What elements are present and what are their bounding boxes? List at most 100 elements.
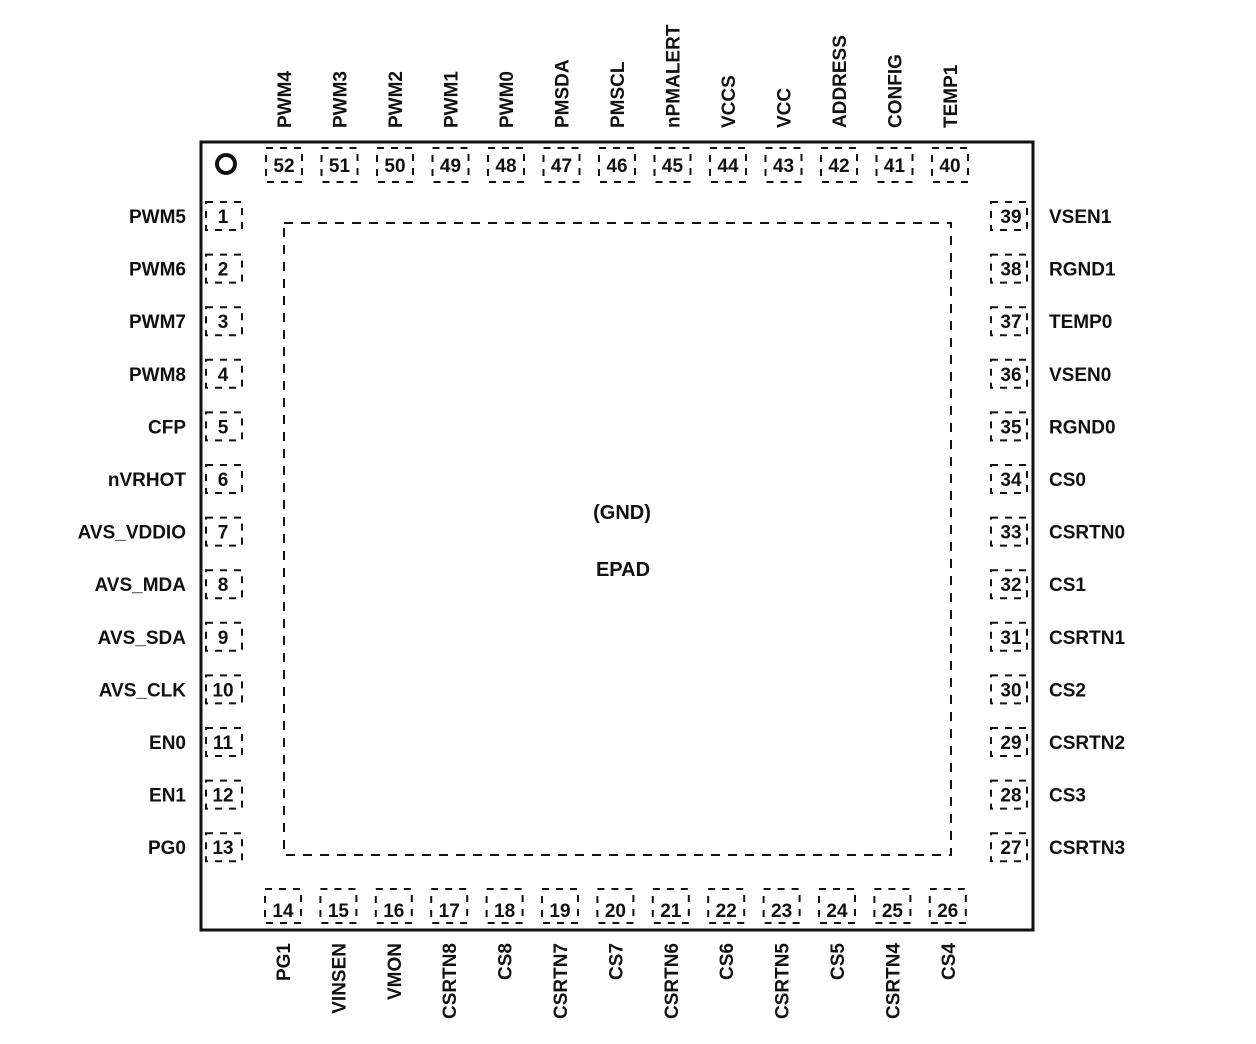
- pin-pad-2: [205, 253, 243, 284]
- pin-pad-39: [990, 201, 1028, 231]
- pin-number-52: 52: [273, 156, 294, 177]
- pin-number-31: 31: [1000, 628, 1022, 649]
- pin-number-38: 38: [1000, 260, 1021, 281]
- pin-pad-30: [990, 674, 1028, 705]
- pin-pad-47: [542, 147, 581, 183]
- pin-pad-5: [205, 411, 243, 442]
- pin-label-25: CSRTN4: [883, 943, 904, 1019]
- pin-label-13: PG0: [148, 838, 186, 859]
- pin-pad-22: [707, 888, 746, 924]
- epad-gnd-label: (GND): [593, 502, 651, 524]
- pin-label-33: CSRTN0: [1049, 523, 1125, 544]
- pin-number-34: 34: [1000, 470, 1022, 491]
- pin-number-17: 17: [439, 901, 460, 922]
- pin-label-35: RGND0: [1049, 417, 1116, 438]
- pin-label-18: CS8: [496, 943, 517, 980]
- pin-number-16: 16: [383, 901, 404, 922]
- pin-label-7: AVS_VDDIO: [78, 523, 186, 544]
- pin-number-43: 43: [773, 156, 794, 177]
- pin-pad-38: [990, 253, 1028, 284]
- pin-number-41: 41: [884, 156, 906, 177]
- pin-label-41: CONFIG: [886, 54, 907, 128]
- pin-pad-26: [928, 888, 967, 924]
- pin-pad-12: [205, 779, 243, 810]
- pin-pad-18: [485, 888, 524, 924]
- pin-label-14: PG1: [274, 943, 295, 981]
- pin-number-2: 2: [218, 260, 229, 281]
- pin-pad-31: [990, 621, 1028, 652]
- pin-number-20: 20: [605, 901, 626, 922]
- pin-pad-15: [319, 888, 358, 924]
- pin-number-46: 46: [606, 156, 627, 177]
- pin-number-21: 21: [660, 901, 682, 922]
- pin-label-29: CSRTN2: [1049, 733, 1125, 754]
- pin-number-35: 35: [1000, 417, 1022, 438]
- pin-label-47: PMSDA: [553, 59, 574, 128]
- pin-pad-50: [376, 147, 414, 183]
- pin-label-48: PWM0: [497, 71, 518, 128]
- pin-pad-33: [990, 516, 1028, 547]
- pin-number-37: 37: [1000, 312, 1021, 333]
- pin-pad-14: [264, 888, 302, 924]
- pin-number-11: 11: [213, 733, 234, 754]
- pin-pad-16: [374, 888, 413, 924]
- pin-pad-45: [653, 147, 692, 183]
- pin-label-1: PWM5: [129, 207, 186, 228]
- pin-pad-8: [205, 569, 243, 600]
- pin-label-26: CS4: [939, 943, 960, 980]
- pin-number-48: 48: [495, 156, 516, 177]
- pin-label-50: PWM2: [386, 71, 407, 128]
- pin-number-28: 28: [1000, 786, 1021, 807]
- pin-number-47: 47: [551, 156, 572, 177]
- pin-label-38: RGND1: [1049, 260, 1116, 281]
- pin-number-49: 49: [440, 156, 461, 177]
- pin-number-19: 19: [549, 901, 570, 922]
- pin-label-42: ADDRESS: [830, 35, 851, 128]
- pin-number-10: 10: [212, 680, 233, 701]
- pin-number-1: 1: [218, 207, 229, 228]
- pin-label-5: CFP: [148, 417, 186, 438]
- pin-label-39: VSEN1: [1049, 207, 1112, 228]
- pin-number-8: 8: [218, 575, 229, 596]
- pin-label-2: PWM6: [129, 260, 186, 281]
- pin-pad-32: [990, 569, 1028, 600]
- pin-label-36: VSEN0: [1049, 365, 1111, 386]
- pin-pad-48: [487, 147, 525, 183]
- pin-pad-29: [990, 727, 1028, 757]
- pin-pad-44: [709, 147, 747, 183]
- pin-label-23: CSRTN5: [773, 943, 794, 1019]
- pin-pad-6: [205, 464, 243, 494]
- pin-number-14: 14: [272, 901, 294, 922]
- pin-number-32: 32: [1000, 575, 1021, 596]
- pin-number-6: 6: [218, 470, 229, 491]
- pin-number-51: 51: [329, 156, 351, 177]
- pin-label-6: nVRHOT: [108, 470, 187, 491]
- pin-number-9: 9: [218, 628, 229, 649]
- pin-number-22: 22: [716, 901, 737, 922]
- pin-pad-23: [762, 888, 801, 924]
- pin-number-50: 50: [384, 156, 405, 177]
- pin-number-27: 27: [1000, 838, 1021, 859]
- pin-label-43: VCC: [775, 88, 796, 128]
- pin-pad-13: [205, 832, 243, 863]
- pin-label-21: CSRTN6: [662, 943, 683, 1019]
- pin-number-25: 25: [882, 901, 904, 922]
- pin-label-37: TEMP0: [1049, 312, 1112, 333]
- pin-pad-19: [541, 888, 579, 924]
- pin-pad-7: [205, 516, 243, 547]
- pin-number-39: 39: [1000, 207, 1021, 228]
- pin-label-52: PWM4: [275, 71, 296, 128]
- pin-pad-27: [990, 832, 1028, 863]
- pin-pad-46: [598, 147, 636, 183]
- pin-pad-1: [205, 201, 243, 231]
- pin-number-26: 26: [937, 901, 958, 922]
- pin-label-32: CS1: [1049, 575, 1086, 596]
- pin-number-7: 7: [218, 523, 229, 544]
- pin-label-19: CSRTN7: [551, 943, 572, 1019]
- pin-label-49: PWM1: [442, 71, 463, 128]
- pin-label-30: CS2: [1049, 680, 1086, 701]
- pin-pad-34: [990, 464, 1028, 494]
- pin-pad-42: [820, 147, 858, 183]
- package-outline: [199, 140, 1035, 932]
- pin-pad-37: [990, 306, 1028, 337]
